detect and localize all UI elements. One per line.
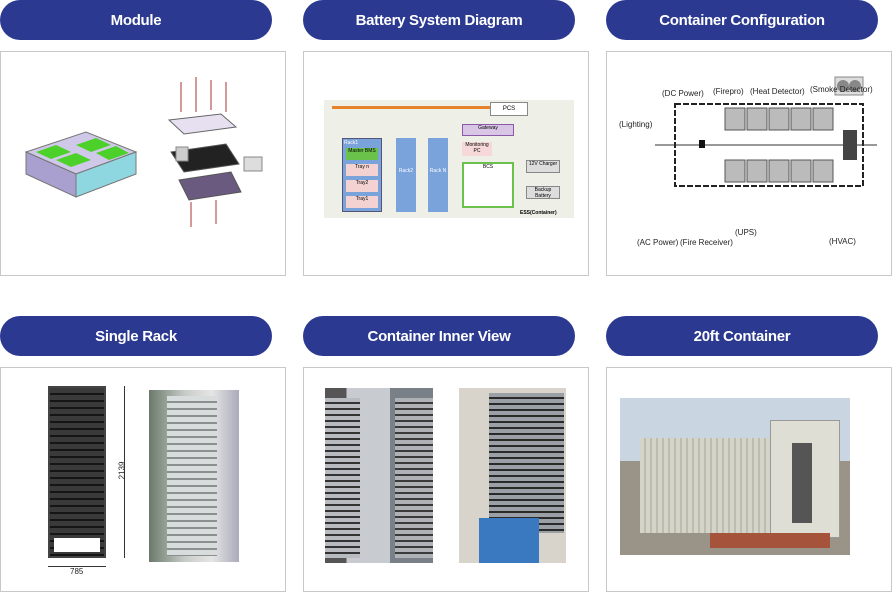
label-firepro: (Firepro) [713,87,744,96]
20ft-container-card [606,367,892,592]
section-title: Module [110,11,162,29]
label-ups: (UPS) [735,228,757,237]
diagram-bcs: BCS [462,162,514,208]
container-inner-view-card [303,367,589,592]
diagram-tray: Tray n [346,164,378,176]
container-photo [620,398,850,555]
inner-view-photo-2 [459,388,566,563]
battery-system-diagram-card: PCS Rack1 Master BMS Tray n Tray2 Tray1 … [303,51,589,276]
diagram-tray: Tray2 [346,180,378,192]
rack-drawing [48,386,106,558]
container-floorplan [655,76,877,187]
label-lighting: (Lighting) [619,120,653,129]
diagram-charger: 12V Charger [526,160,560,173]
section-header-20ft-container[interactable]: 20ft Container [606,316,878,356]
rack-width-dimension: 785 [70,567,84,576]
diagram-master-bms: Master BMS [346,148,378,160]
label-smoke-detector: (Smoke Detector) [810,85,873,94]
section-title: Container Configuration [659,11,825,29]
section-title: Container Inner View [367,327,511,345]
section-header-module[interactable]: Module [0,0,272,40]
single-rack-card: 2139 785 [0,367,286,592]
section-title: 20ft Container [693,327,791,345]
section-header-single-rack[interactable]: Single Rack [0,316,272,356]
label-hvac: (HVAC) [829,237,856,246]
container-configuration-card: (DC Power) (Firepro) (Heat Detector) (Sm… [606,51,892,276]
diagram-rack2: Rack2 [396,138,416,212]
diagram-tray: Tray1 [346,196,378,208]
diagram-ess-label: ESS(Container) [520,210,557,216]
label-dc-power: (DC Power) [662,89,704,98]
diagram-pcs: PCS [490,102,528,116]
section-header-container-configuration[interactable]: Container Configuration [606,0,878,40]
battery-system-diagram: PCS Rack1 Master BMS Tray n Tray2 Tray1 … [324,100,574,218]
rack-photo [149,390,239,562]
section-title: Single Rack [95,327,177,345]
module-image [24,77,263,227]
label-fire-receiver: (Fire Receiver) [680,238,733,247]
label-ac-power: (AC Power) [637,238,679,247]
diagram-rackn: Rack N [428,138,448,212]
module-image-card [0,51,286,276]
diagram-backup-battery: Backup Battery [526,186,560,199]
rack-height-dimension: 2139 [117,461,127,480]
diagram-rack1: Rack1 [344,140,359,146]
inner-view-photo-1 [325,388,433,563]
section-header-battery-system-diagram[interactable]: Battery System Diagram [303,0,575,40]
diagram-monitoring-pc: Monitoring PC [462,142,492,156]
section-title: Battery System Diagram [355,11,523,29]
section-header-container-inner-view[interactable]: Container Inner View [303,316,575,356]
label-heat-detector: (Heat Detector) [750,87,805,96]
diagram-gateway: Gateway [462,124,514,136]
